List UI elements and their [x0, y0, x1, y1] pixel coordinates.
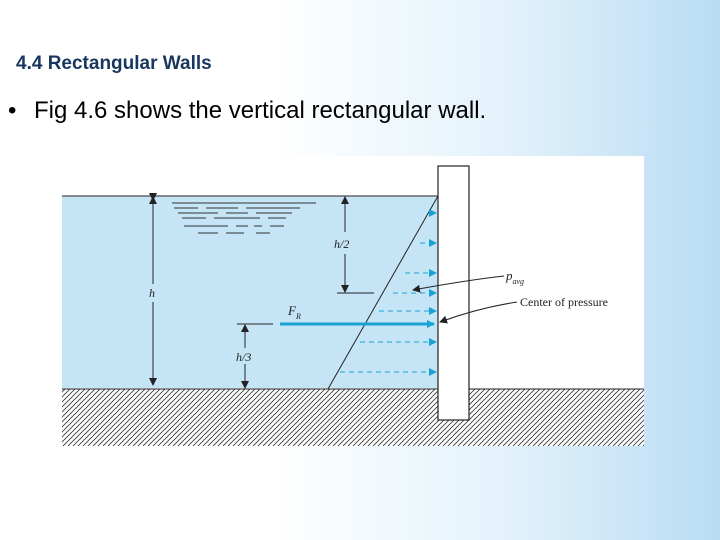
- pressure-arrows: [340, 209, 437, 376]
- label-h3: h/3: [236, 350, 251, 364]
- dimension-h2: [337, 195, 374, 294]
- dimension-h2-bottom-arrowhead: [341, 285, 349, 293]
- bullet-text: Fig 4.6 shows the vertical rectangular w…: [34, 97, 487, 124]
- water-body: [62, 196, 438, 388]
- ground-hatch: [62, 389, 644, 446]
- label-center-of-pressure: Center of pressure: [520, 295, 608, 309]
- bullet-marker: •: [8, 97, 17, 124]
- vertical-wall: [437, 165, 470, 421]
- p-avg-leader: [412, 275, 505, 293]
- pressure-distribution-line: [327, 195, 439, 390]
- center-of-pressure-leader: [439, 301, 518, 324]
- dimension-h3: [237, 323, 273, 382]
- bullet-item: • Fig 4.6 shows the vertical rectangular …: [8, 97, 486, 125]
- dimension-h3-top-arrowhead: [241, 324, 249, 332]
- dimension-h-top-arrowhead: [149, 196, 157, 204]
- label-force: FR: [287, 303, 301, 321]
- wall-pressure-figure: h h/2 h/3 FR pavg Center of pressure: [48, 156, 644, 446]
- label-p-avg: pavg: [505, 268, 524, 286]
- label-h: h: [149, 286, 155, 300]
- slide-title: 4.4 Rectangular Walls: [16, 53, 212, 74]
- dimension-h2-top-arrowhead: [341, 196, 349, 204]
- water-surface-marks: [172, 202, 316, 234]
- dimension-h3-bottom-arrowhead: [241, 381, 249, 389]
- label-h2: h/2: [334, 237, 349, 251]
